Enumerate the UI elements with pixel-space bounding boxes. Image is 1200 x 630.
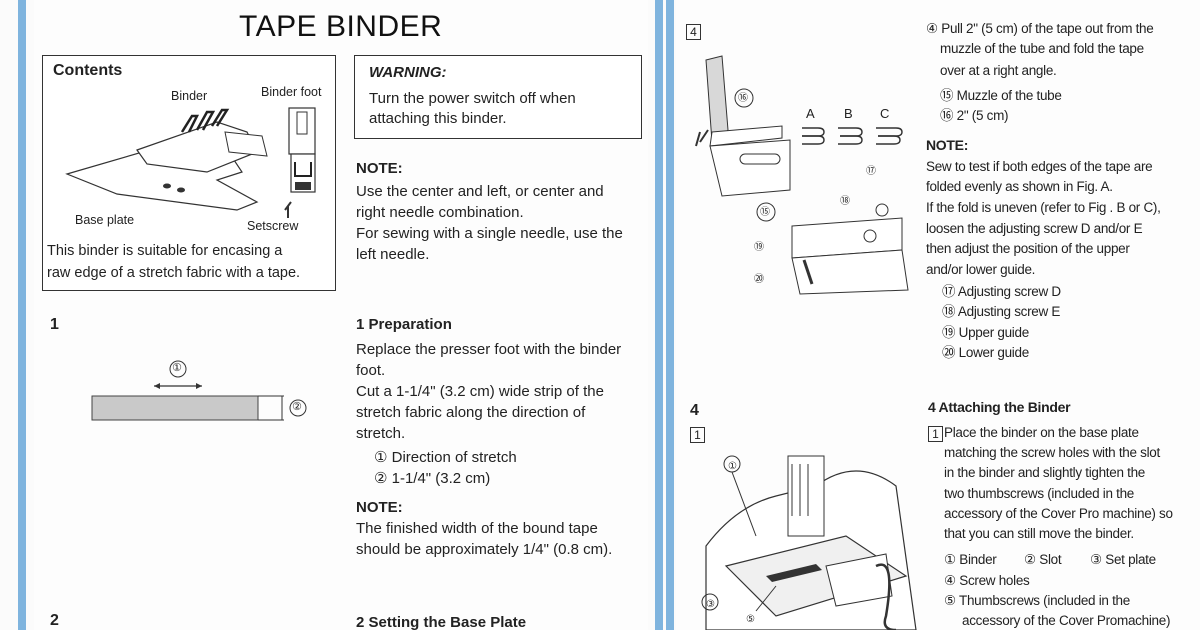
note1-line-4: left needle. (356, 246, 430, 263)
contents-box: Contents Binder Binder foot Base plate S… (42, 55, 336, 291)
contents-note-line-1: This binder is suitable for encasing a (47, 243, 283, 259)
attach-fig-label-3: ③ (706, 599, 715, 610)
fabric-strip-figure (91, 360, 307, 421)
right-note-item-20: ⑳ Lower guide (942, 345, 1029, 360)
fig-label-18: ⑱ (840, 196, 850, 207)
warning-box: WARNING: Turn the power switch off when … (354, 55, 642, 139)
step4-item-thumbscrews-2: accessory of the Cover Promachine) (962, 613, 1171, 628)
binder-illustration (65, 107, 316, 218)
right-note-line-5: then adjust the position of the upper (926, 241, 1130, 256)
right-note-line-6: and/or lower guide. (926, 262, 1036, 277)
warning-heading: WARNING: (369, 64, 447, 81)
warning-line-2: attaching this binder. (369, 110, 507, 127)
step4-line-4: two thumbscrews (included in the (944, 486, 1134, 501)
pull-item-16: ⑯ 2" (5 cm) (940, 108, 1009, 123)
step4-heading: 4 Attaching the Binder (928, 399, 1071, 415)
box-number-1b: 1 (928, 426, 943, 442)
fig-label-1: ① (172, 362, 182, 374)
step1-line-3: Cut a 1-1/4" (3.2 cm) wide strip of the (356, 383, 604, 400)
note2-line-2: should be approximately 1/4" (0.8 cm). (356, 541, 613, 558)
fig-letter-c: C (880, 106, 890, 121)
pull-line-1: ④ Pull 2" (5 cm) of the tape out from th… (926, 21, 1154, 36)
step4-line-1: Place the binder on the base plate (944, 425, 1139, 440)
note1-heading: NOTE: (356, 160, 403, 177)
step4-line-3: in the binder and slightly tighten the (944, 465, 1145, 480)
page-title: TAPE BINDER (239, 10, 443, 43)
right-note-item-17: ⑰ Adjusting screw D (942, 284, 1061, 299)
step1-heading: 1 Preparation (356, 316, 452, 333)
contents-heading: Contents (53, 62, 123, 79)
step1-item-1: ① Direction of stretch (374, 449, 517, 466)
left-binding-edge (18, 0, 26, 630)
right-note-item-18: ⑱ Adjusting screw E (942, 304, 1061, 319)
step4-item-thumbscrews: ⑤ Thumbscrews (included in the (944, 593, 1130, 608)
center-binding-edge-2 (666, 0, 674, 630)
tape-fold-figure (695, 55, 909, 295)
right-note-heading: NOTE: (926, 137, 969, 153)
step4-item-binder: ① Binder (944, 552, 997, 567)
attach-fig-label-1: ① (728, 461, 737, 472)
note2-heading: NOTE: (356, 499, 403, 516)
step1-line-2: foot. (356, 362, 386, 379)
step4-line-6: that you can still move the binder. (944, 526, 1134, 541)
note1-line-3: For sewing with a single needle, use the (356, 225, 623, 242)
step1-line-1: Replace the presser foot with the binder (356, 341, 622, 358)
box-number-1: 1 (690, 427, 705, 443)
box-number-4: 4 (686, 24, 701, 40)
right-note-item-19: ⑲ Upper guide (942, 325, 1029, 340)
contents-note-line-2: raw edge of a stretch fabric with a tape… (47, 265, 301, 281)
note2-line-1: The finished width of the bound tape (356, 520, 598, 537)
fig-label-15: ⑮ (760, 207, 770, 218)
base-plate-label: Base plate (75, 213, 135, 227)
fig-letter-a: A (806, 106, 815, 121)
attach-fig-label-5: ⑤ (746, 614, 755, 625)
fig-label-19: ⑲ (754, 242, 764, 253)
step4-number: 4 (690, 402, 699, 419)
fig-label-20: ⑳ (754, 274, 764, 285)
fold-shapes-abc (802, 127, 903, 145)
step4-item-set-plate: ③ Set plate (1090, 552, 1156, 567)
binder-foot-label: Binder foot (261, 85, 322, 99)
pull-item-15: ⑮ Muzzle of the tube (940, 88, 1062, 103)
step4-item-screw-holes: ④ Screw holes (944, 573, 1030, 588)
step4-item-slot: ② Slot (1024, 552, 1062, 567)
setscrew-label: Setscrew (247, 219, 299, 233)
right-note-line-1: Sew to test if both edges of the tape ar… (926, 159, 1153, 174)
left-page: TAPE BINDER Contents Binder Binder foot … (34, 0, 648, 630)
note1-line-1: Use the center and left, or center and (356, 183, 604, 200)
step4-line-5: accessory of the Cover Pro machine) so (944, 506, 1173, 521)
step1-line-5: stretch. (356, 425, 406, 442)
step1-item-2: ② 1-1/4" (3.2 cm) (374, 470, 491, 487)
binder-label: Binder (171, 89, 208, 103)
fig-letter-b: B (844, 106, 853, 121)
center-binding-edge (655, 0, 663, 630)
warning-line-1: Turn the power switch off when (369, 90, 576, 107)
step2-number: 2 (50, 612, 59, 629)
step4-line-2: matching the screw holes with the slot (944, 445, 1160, 460)
note1-line-2: right needle combination. (356, 204, 524, 221)
fig-label-17: ⑰ (866, 166, 876, 177)
pull-line-2: muzzle of the tube and fold the tape (940, 41, 1144, 56)
right-note-line-2: folded evenly as shown in Fig. A. (926, 179, 1113, 194)
fig-label-16: ⑯ (738, 93, 748, 104)
right-note-line-3: If the fold is uneven (refer to Fig . B … (926, 200, 1161, 215)
right-page: 4 ⑯ ⑮ ⑰ ⑱ ⑲ ⑳ A B C ④ Pull 2" (5 cm) of … (676, 0, 1200, 630)
step1-line-4: stretch fabric along the direction of (356, 404, 586, 421)
right-note-line-4: loosen the adjusting screw D and/or E (926, 221, 1143, 236)
pull-line-3: over at a right angle. (940, 63, 1057, 78)
step2-heading: 2 Setting the Base Plate (356, 614, 527, 630)
attaching-binder-figure (701, 455, 917, 630)
step1-number: 1 (50, 316, 59, 333)
fig-label-2: ② (292, 401, 302, 413)
